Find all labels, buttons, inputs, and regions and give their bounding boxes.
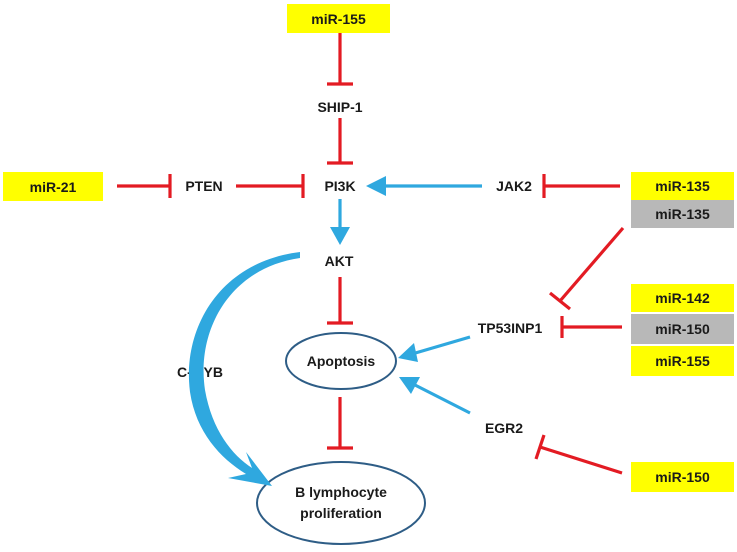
mirna-label-mir155-top: miR-155 xyxy=(311,11,366,27)
edge-tp53inp1-apoptosis xyxy=(398,335,471,362)
node-akt: AKT xyxy=(325,253,354,269)
edge-mirna-tp53inp1 xyxy=(560,316,622,338)
node-proliferation-line1: B lymphocyte xyxy=(295,484,387,500)
edge-mir135-tp53inp1 xyxy=(549,226,625,311)
node-ship1: SHIP-1 xyxy=(317,99,362,115)
edge-mir150-egr2 xyxy=(534,434,623,475)
node-tp53inp1: TP53INP1 xyxy=(478,320,543,336)
mirna-box-mir155-top: miR-155 xyxy=(287,4,390,33)
edge-apoptosis-proliferation xyxy=(327,397,353,450)
edge-pi3k-akt xyxy=(330,199,350,245)
edge-ship1-pi3k xyxy=(327,118,353,165)
mirna-label-mir155-b: miR-155 xyxy=(655,353,710,369)
node-apoptosis-ellipse: Apoptosis xyxy=(285,332,397,390)
node-pi3k: PI3K xyxy=(324,178,355,194)
node-jak2: JAK2 xyxy=(496,178,532,194)
mirna-box-mir155-b: miR-155 xyxy=(631,346,734,376)
node-egr2: EGR2 xyxy=(485,420,523,436)
edge-mir155-ship1 xyxy=(327,33,353,86)
mirna-label-mir135-a: miR-135 xyxy=(655,178,710,194)
mirna-label-mir142: miR-142 xyxy=(655,290,710,306)
node-proliferation-ellipse: B lymphocyte proliferation xyxy=(256,461,426,545)
mirna-label-mir150-a: miR-150 xyxy=(655,321,710,337)
edge-egr2-apoptosis xyxy=(399,377,471,415)
mirna-box-mir150-a: miR-150 xyxy=(631,314,734,344)
edge-mir21-pten xyxy=(117,174,172,198)
edge-akt-apoptosis xyxy=(327,277,353,325)
mirna-box-mir135-a: miR-135 xyxy=(631,172,734,200)
mirna-box-mir21: miR-21 xyxy=(3,172,103,201)
edge-mir135-jak2 xyxy=(542,174,620,198)
node-proliferation-line2: proliferation xyxy=(300,505,382,521)
edge-jak2-pi3k xyxy=(366,176,482,196)
edge-akt-proliferation-cmyb xyxy=(188,252,300,486)
mirna-box-mir142: miR-142 xyxy=(631,284,734,312)
edge-pten-pi3k xyxy=(236,174,305,198)
node-pten: PTEN xyxy=(185,178,222,194)
mirna-label-mir21: miR-21 xyxy=(30,179,77,195)
mirna-label-mir135-b: miR-135 xyxy=(655,206,710,222)
mirna-box-mir135-b: miR-135 xyxy=(631,200,734,228)
node-apoptosis: Apoptosis xyxy=(307,353,376,369)
mirna-box-mir150-b: miR-150 xyxy=(631,462,734,492)
mirna-label-mir150-b: miR-150 xyxy=(655,469,710,485)
